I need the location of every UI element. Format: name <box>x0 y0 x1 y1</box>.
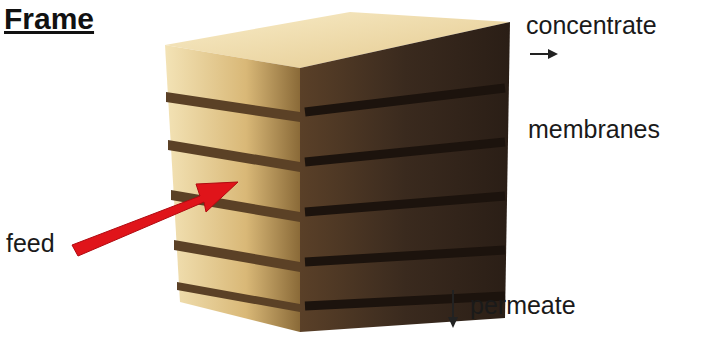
title: Frame <box>4 2 94 35</box>
part-label: membranes <box>528 116 660 144</box>
feed-arrow <box>72 182 238 256</box>
right-stripes <box>305 88 505 306</box>
permeate-arrow <box>448 290 458 328</box>
flow-label: concentrate <box>526 12 657 40</box>
right-face <box>300 22 510 332</box>
flow-label: permeate <box>470 292 576 320</box>
flow-label: feed <box>6 230 55 258</box>
left-face <box>165 45 300 332</box>
concentrate-arrow <box>530 49 558 59</box>
module-block <box>165 12 510 332</box>
